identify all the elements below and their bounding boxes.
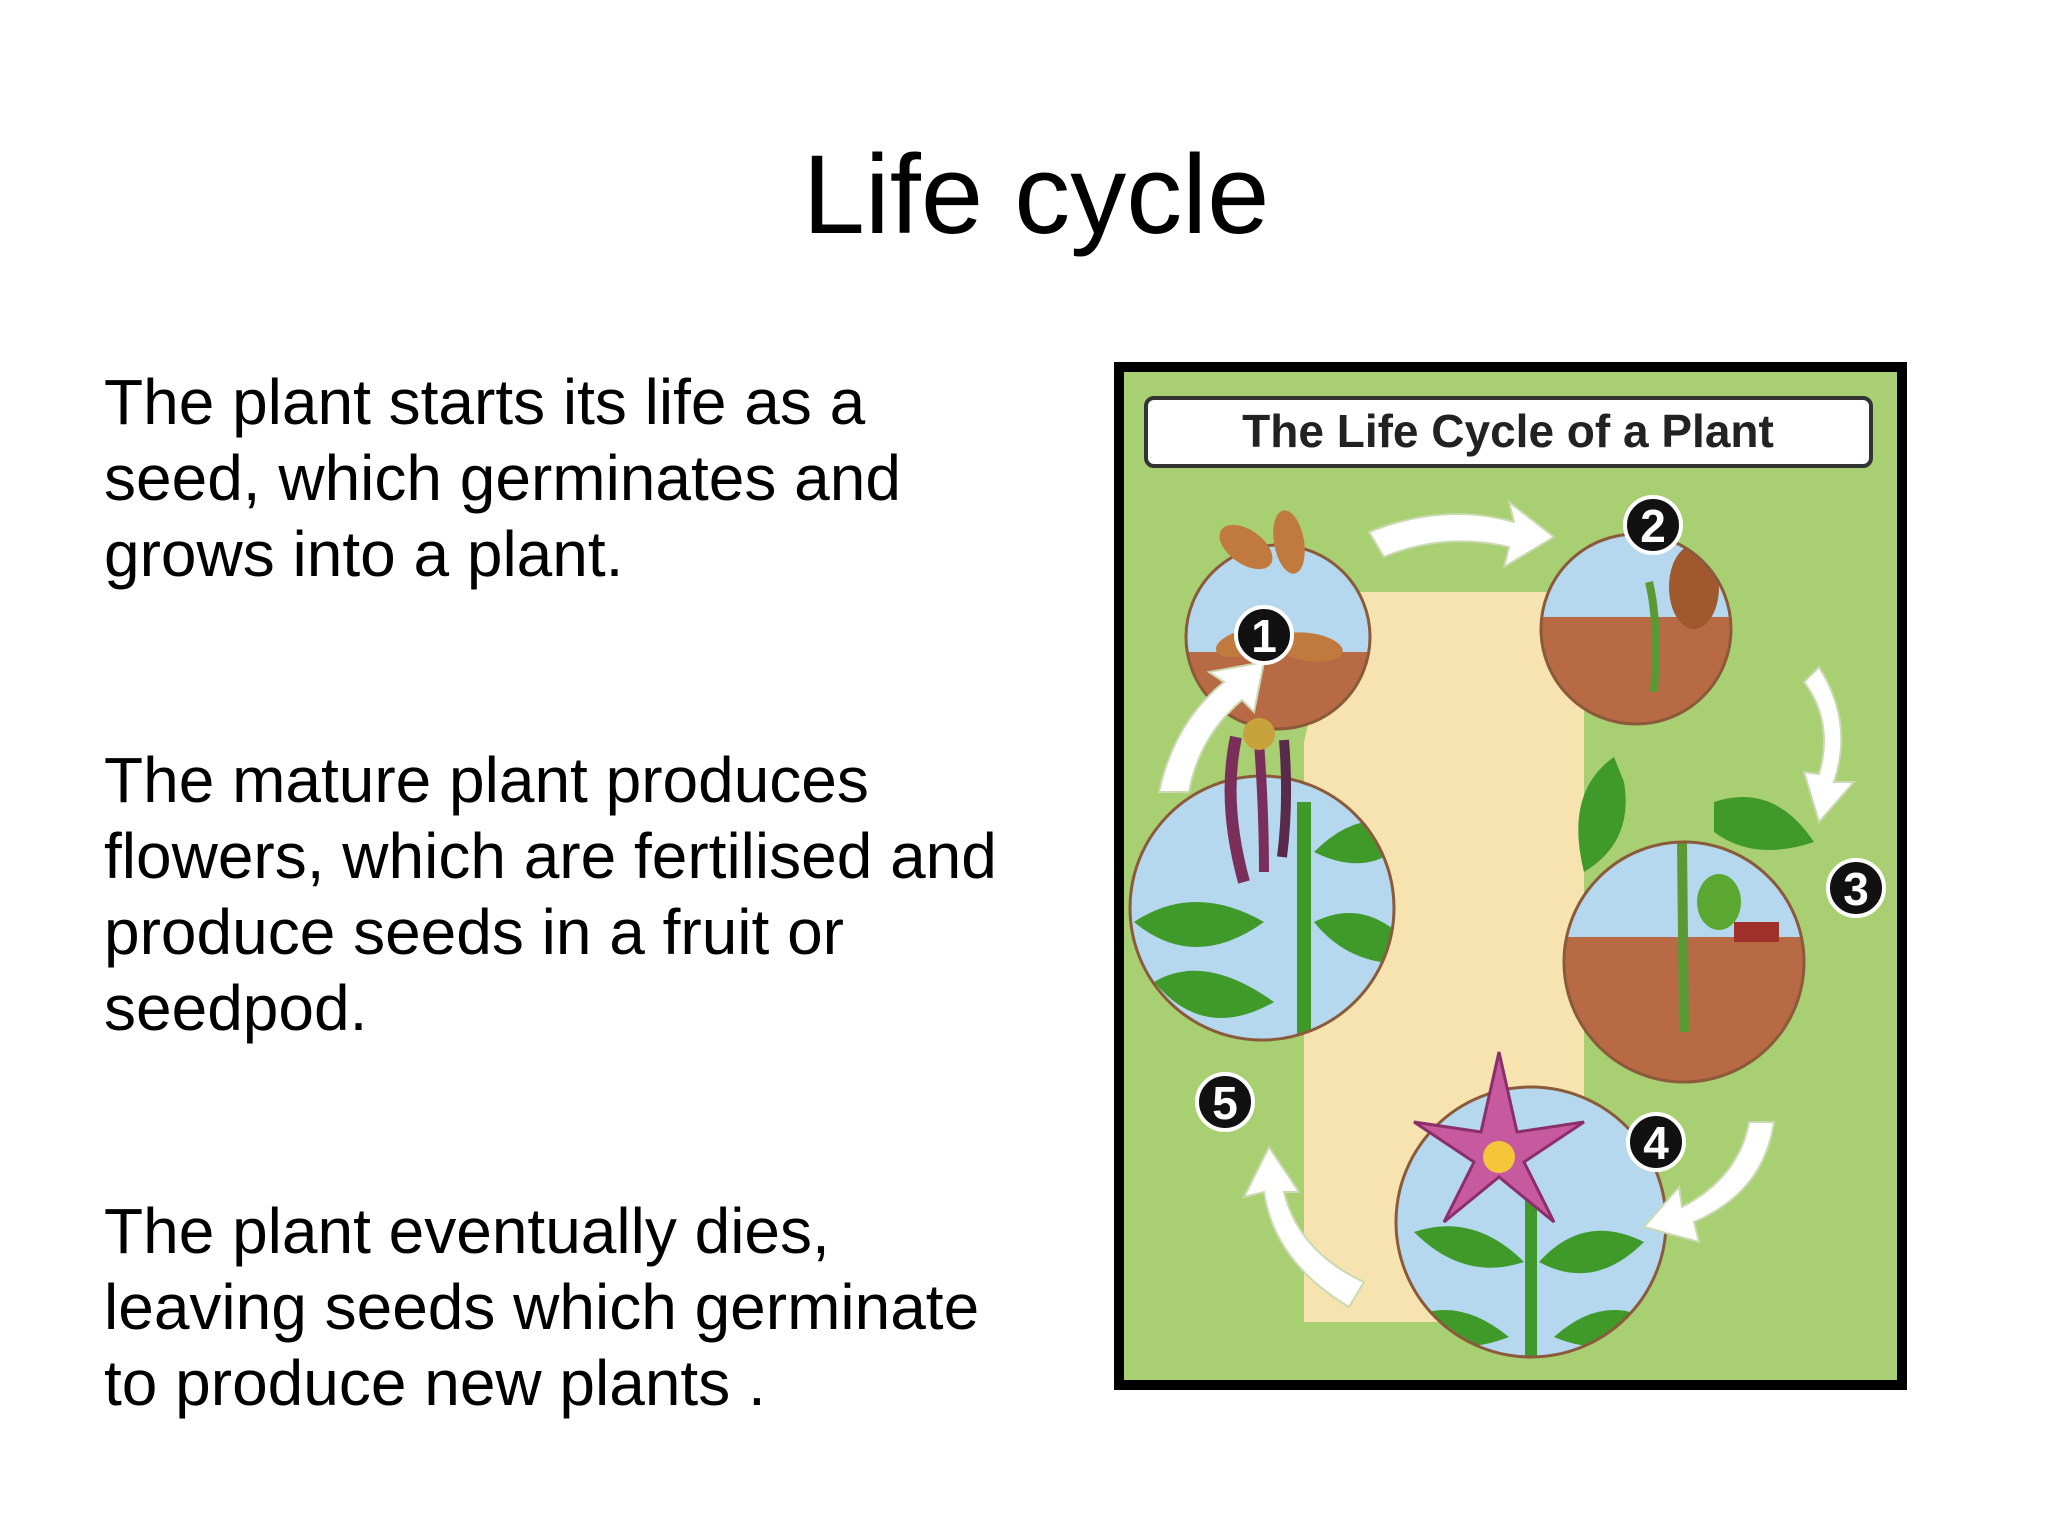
svg-text:5: 5 [1212,1077,1238,1129]
life-cycle-illustration: The Life Cycle of a Plant [1114,362,1907,1390]
arrow-1-to-2 [1367,499,1556,570]
arrow-2-to-3 [1802,665,1857,825]
seedpods [1224,718,1292,884]
flower-blossom [1413,1051,1585,1224]
svg-text:4: 4 [1643,1117,1669,1169]
illustration-title: The Life Cycle of a Plant [1242,405,1774,457]
leaf [1714,797,1814,850]
svg-text:2: 2 [1640,500,1666,552]
stage-number-badge: 2 [1623,495,1683,555]
stage-number-badge: 3 [1826,858,1886,918]
illustration-title-box [1144,396,1873,468]
falling-seed [1219,524,1273,570]
arrow-3-to-4 [1642,1121,1776,1244]
leaf [1578,757,1626,872]
svg-text:3: 3 [1843,863,1869,915]
bullet-text-flowers: The mature plant produces flowers, which… [104,744,997,1044]
bullet-text-dies: The plant eventually dies, leaving seeds… [104,1195,980,1419]
arrow-4-to-5 [1242,1145,1366,1309]
bullet-text-seed: The plant starts its life as a seed, whi… [104,366,901,590]
stage-number-badge: 1 [1234,605,1294,665]
stage-number-badge: 4 [1626,1112,1686,1172]
svg-text:1: 1 [1251,610,1277,662]
falling-seed [1273,510,1305,574]
cycle-arrows [1157,499,1857,1309]
stage-number-badge: 5 [1195,1072,1255,1132]
slide-title: Life cycle [802,132,1270,257]
